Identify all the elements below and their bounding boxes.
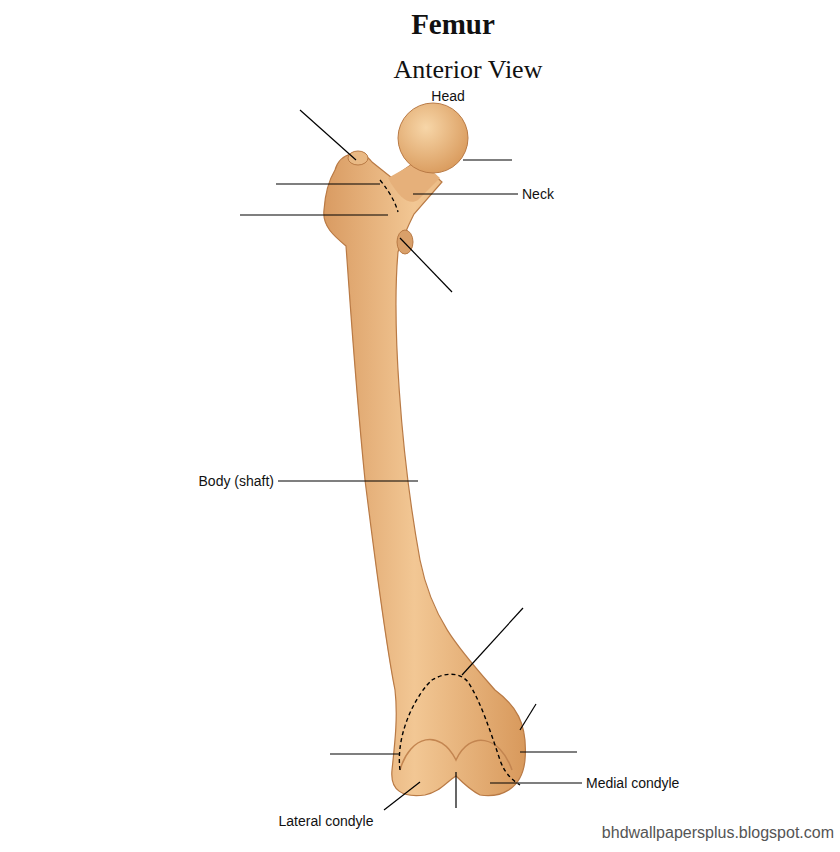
- leader-lines: [240, 110, 582, 810]
- view-subtitle: Anterior View: [394, 55, 543, 85]
- watermark: bhdwallpapersplus.blogspot.com: [602, 824, 834, 842]
- diagram-title: Femur: [411, 8, 495, 41]
- part-label: Body (shaft): [199, 473, 274, 489]
- part-label: Neck: [522, 186, 554, 202]
- part-label: Head: [431, 88, 464, 104]
- part-label: Lateral condyle: [279, 813, 374, 829]
- part-label: Medial condyle: [586, 775, 679, 791]
- femur-bone: [324, 103, 526, 796]
